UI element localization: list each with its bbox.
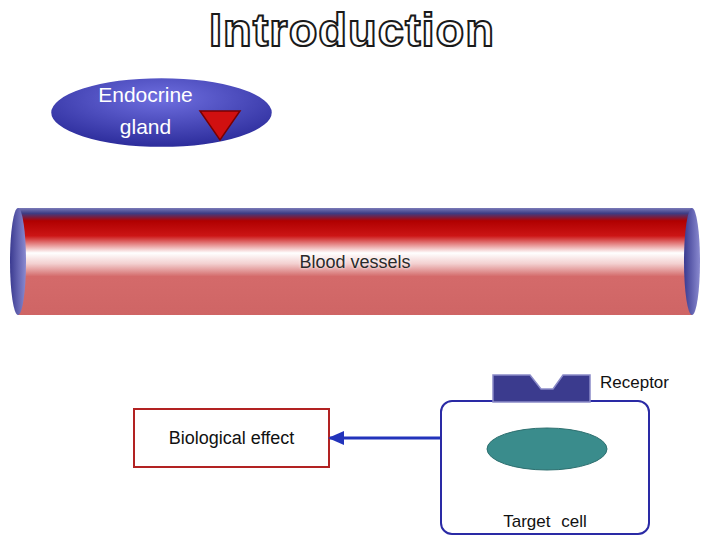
band-cap-right bbox=[684, 208, 700, 315]
nucleus-ellipse bbox=[487, 428, 607, 470]
node-text: Endocrine gland bbox=[73, 79, 218, 143]
vessel-band: Blood vessels bbox=[10, 208, 700, 315]
band-cap-left bbox=[10, 208, 26, 315]
gland-ellipse: Endocrine gland bbox=[48, 75, 275, 150]
red-triangle bbox=[200, 111, 240, 140]
part-label: Receptor bbox=[600, 373, 669, 393]
gland-ellipse-shape bbox=[50, 77, 273, 148]
flow-arrow bbox=[330, 437, 440, 440]
node-text: Target cell bbox=[442, 511, 648, 533]
diagram-title: Introduction bbox=[120, 0, 584, 60]
target-cell: Target cell bbox=[440, 400, 650, 535]
receptor-shape bbox=[493, 375, 590, 402]
effect-box: Biological effect bbox=[133, 408, 330, 468]
node-text: Biological effect bbox=[135, 427, 328, 449]
node-text: Blood vessels bbox=[10, 250, 700, 274]
